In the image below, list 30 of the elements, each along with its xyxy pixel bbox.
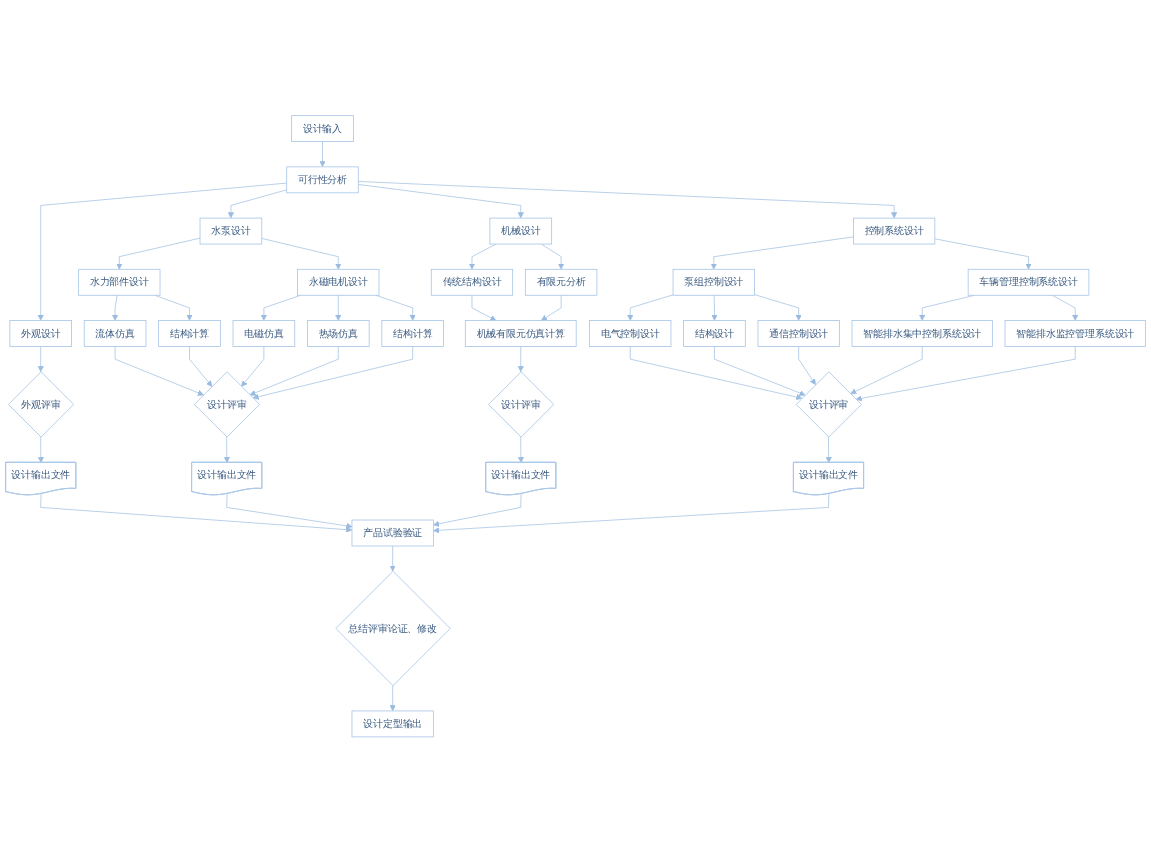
node-box: 机械设计 <box>489 217 553 245</box>
node-box: 设计定型输出 <box>351 710 434 738</box>
node-box: 水力部件设计 <box>78 268 161 296</box>
node-box: 流体仿真 <box>83 319 147 347</box>
node-box: 机械有限元仿真计算 <box>464 319 577 347</box>
node-box: 通信控制设计 <box>757 319 840 347</box>
node-box: 可行性分析 <box>286 166 359 193</box>
node-box: 结构计算 <box>381 319 444 347</box>
node-box: 控制系统设计 <box>853 217 936 245</box>
node-box: 产品试验验证 <box>351 519 434 547</box>
node-box: 有限元分析 <box>524 268 598 296</box>
node-diamond: 设计评审 <box>194 371 261 438</box>
node-box: 车辆管理控制系统设计 <box>967 268 1090 296</box>
node-box: 结构设计 <box>683 319 746 347</box>
node-diamond: 外观评审 <box>8 371 75 438</box>
node-box: 智能排水集中控制系统设计 <box>851 319 993 347</box>
node-diamond: 总结评审论证、修改 <box>335 570 451 686</box>
node-box: 结构计算 <box>158 319 221 347</box>
node-box: 水泵设计 <box>199 217 263 245</box>
node-box: 电气控制设计 <box>589 319 672 347</box>
node-diamond: 设计评审 <box>795 371 862 438</box>
node-box: 传统结构设计 <box>430 268 514 296</box>
node-diamond: 设计评审 <box>488 371 555 438</box>
node-box: 永磁电机设计 <box>297 268 380 296</box>
node-box: 热场仿真 <box>306 319 370 347</box>
node-box: 智能排水监控管理系统设计 <box>1004 319 1146 347</box>
node-box: 泵组控制设计 <box>672 268 755 296</box>
node-box: 电磁仿真 <box>232 319 296 347</box>
node-box: 设计输入 <box>291 114 354 142</box>
node-box: 外观设计 <box>9 319 72 347</box>
